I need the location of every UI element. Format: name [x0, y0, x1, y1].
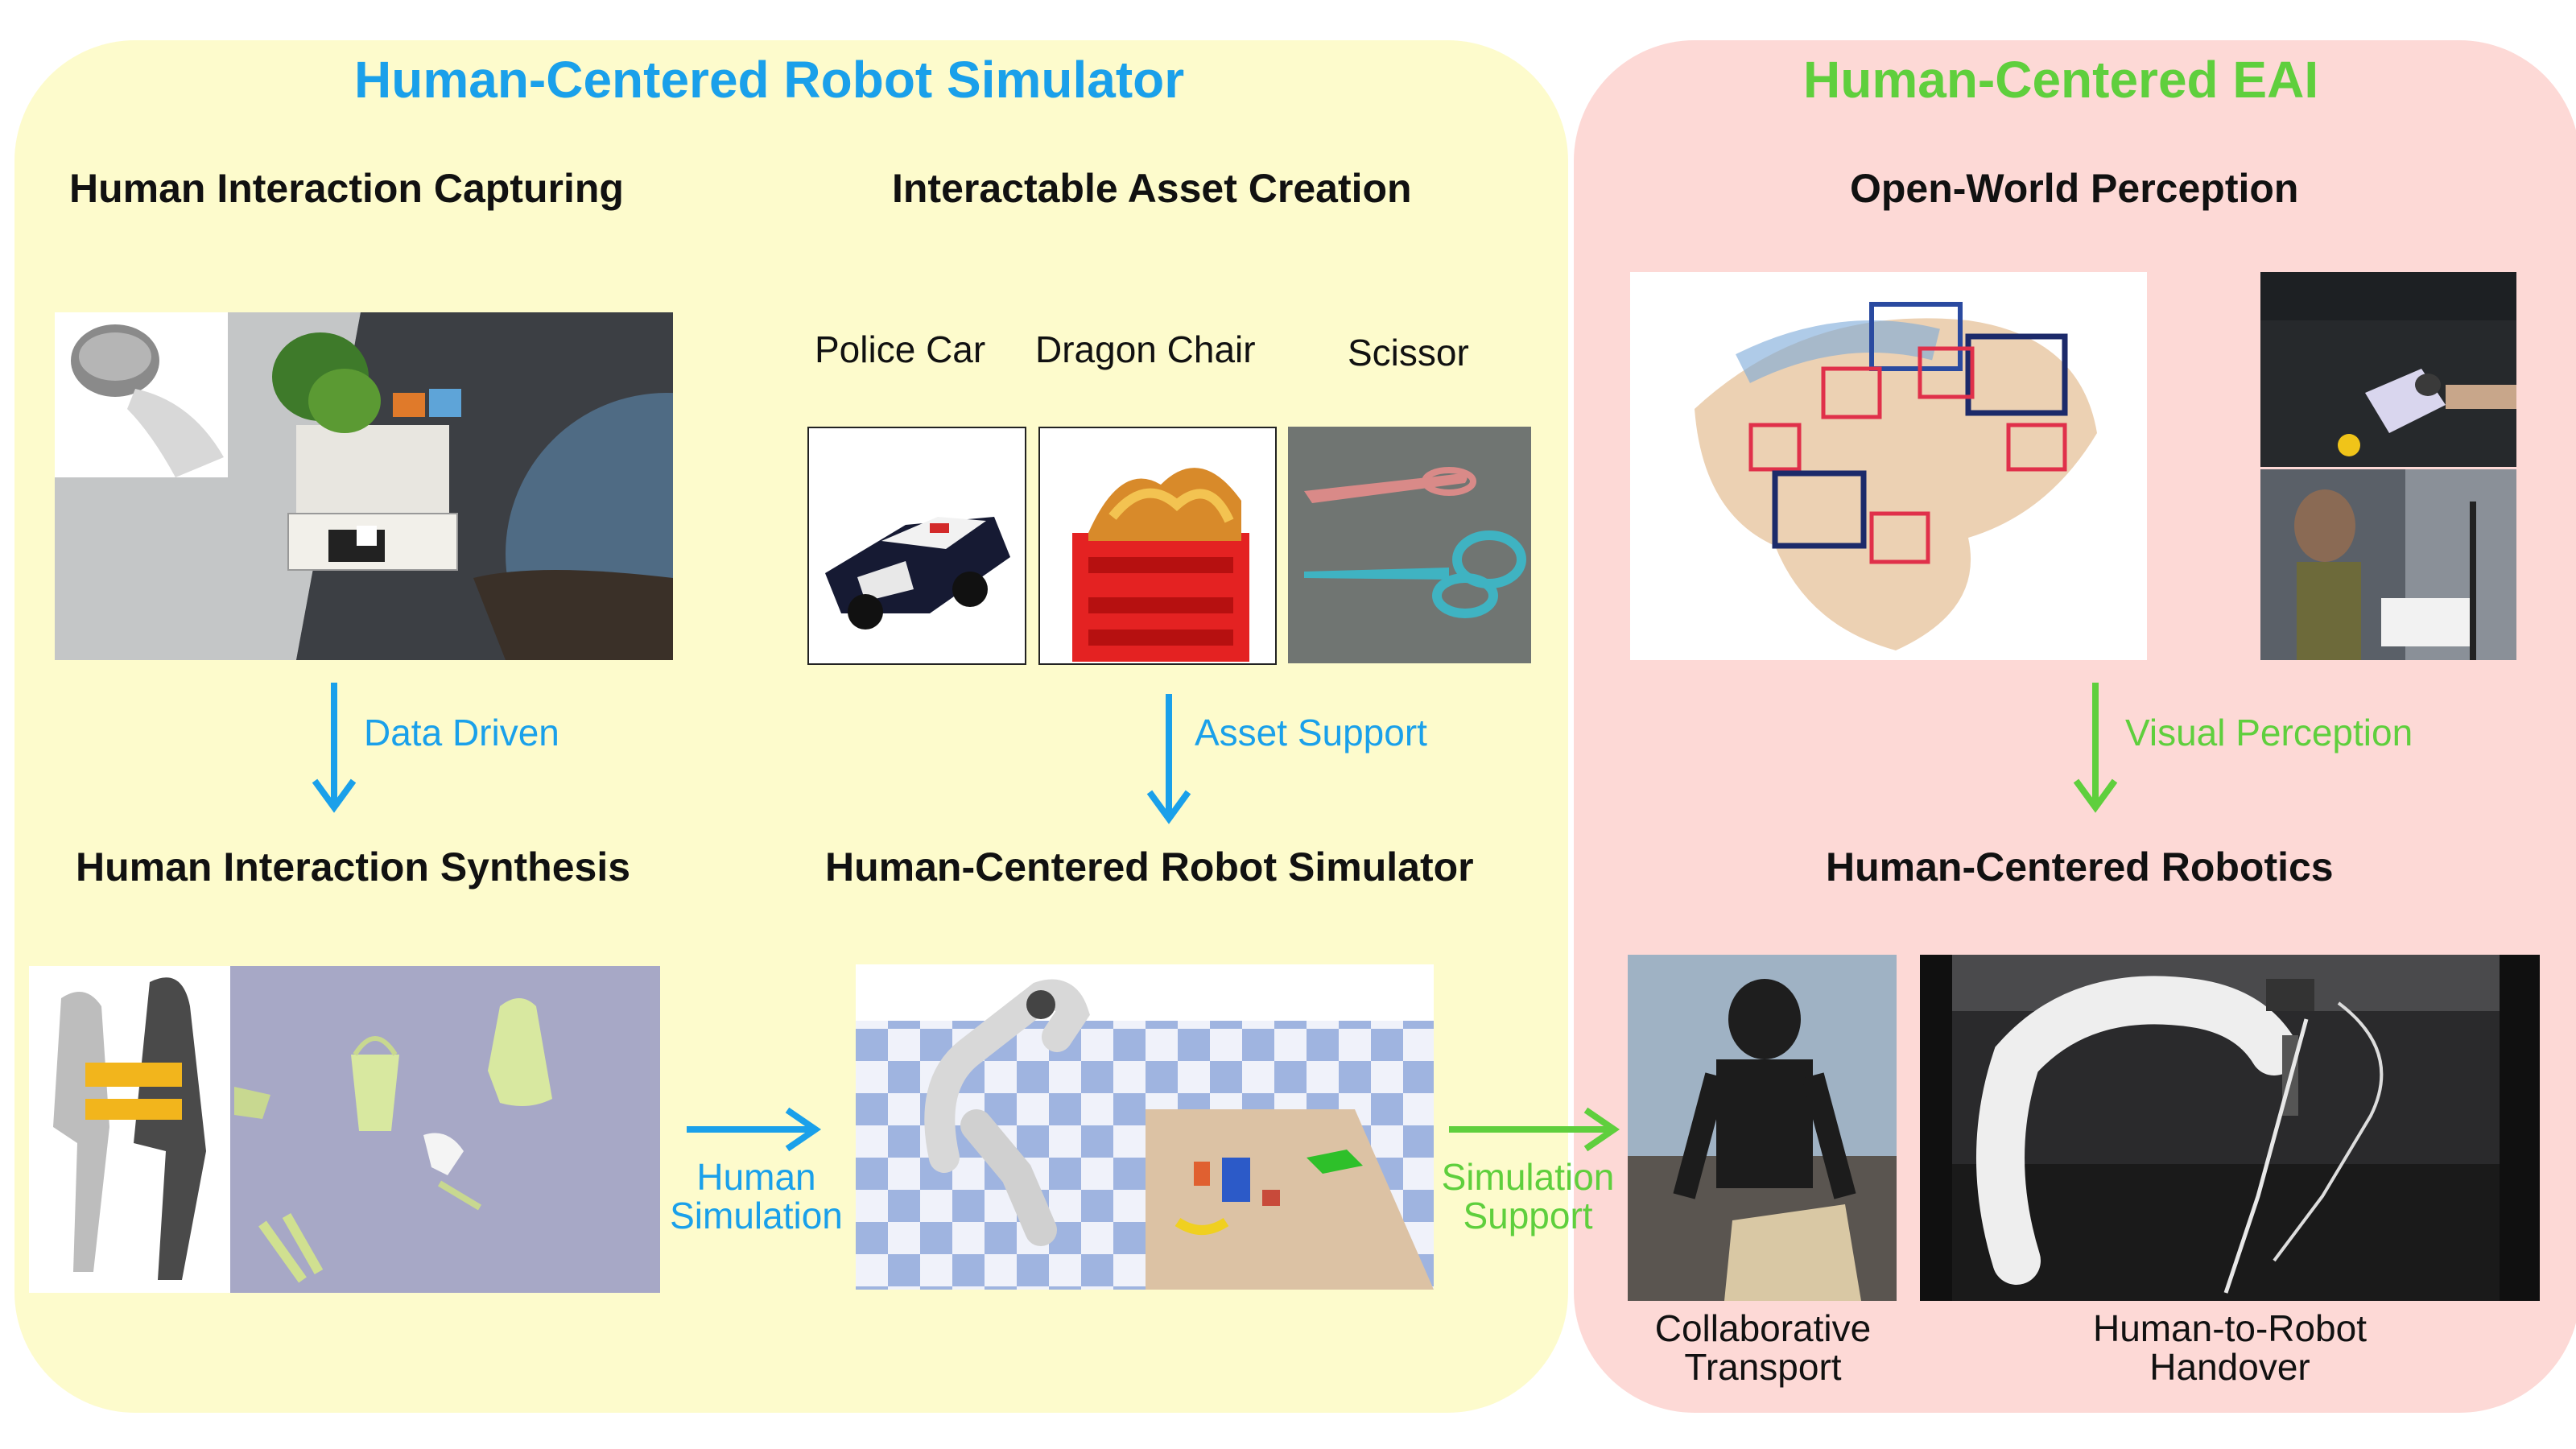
human-simulation-line-1: Human [696, 1156, 816, 1198]
simulator-heading: Human-Centered Robot Simulator [825, 844, 1474, 890]
scissor-image [1288, 427, 1531, 663]
simulator-title: Human-Centered Robot Simulator [354, 51, 1185, 109]
capture-heading: Human Interaction Capturing [69, 166, 624, 211]
handover-line-2: Handover [2149, 1346, 2310, 1388]
arrow-data-driven [312, 683, 357, 813]
human-simulation-line-2: Simulation [670, 1195, 843, 1236]
robotics-heading: Human-Centered Robotics [1826, 844, 2334, 890]
simulator-render [856, 964, 1434, 1290]
arrow-visual-perception [2073, 683, 2118, 813]
perception-camera-top [2260, 272, 2516, 467]
perception-heading: Open-World Perception [1850, 166, 2299, 211]
simulation-support-line-1: Simulation [1441, 1156, 1615, 1198]
dragon-chair-image [1038, 427, 1277, 665]
asset-label-dragon-chair: Dragon Chair [1035, 328, 1256, 370]
visual-perception-label: Visual Perception [2125, 712, 2413, 753]
asset-support-label: Asset Support [1195, 712, 1427, 753]
synthesis-heading: Human Interaction Synthesis [76, 844, 631, 890]
simulation-support-line-2: Support [1463, 1195, 1593, 1236]
arrow-human-simulation [687, 1107, 822, 1152]
perception-camera-bottom [2260, 469, 2516, 660]
arrow-simulation-support [1449, 1107, 1620, 1152]
collaborative-transport-caption: Collaborative Transport [1618, 1309, 1908, 1386]
handover-caption: Human-to-Robot Handover [2061, 1309, 2399, 1386]
eai-title: Human-Centered EAI [1803, 51, 2319, 109]
synthesis-render [29, 966, 660, 1293]
collaborative-transport-line-2: Transport [1684, 1346, 1842, 1388]
simulation-support-label: Simulation Support [1431, 1158, 1624, 1235]
collaborative-transport-photo [1628, 955, 1897, 1301]
handover-line-1: Human-to-Robot [2092, 1307, 2368, 1349]
arrow-asset-support [1146, 694, 1191, 824]
human-simulation-label: Human Simulation [662, 1158, 851, 1235]
handover-photo [1920, 955, 2540, 1301]
police-car-image [807, 427, 1026, 665]
capture-photo [55, 312, 673, 660]
asset-heading: Interactable Asset Creation [892, 166, 1412, 211]
point-cloud-image [1630, 272, 2147, 660]
data-driven-label: Data Driven [364, 712, 559, 753]
asset-label-scissor: Scissor [1348, 332, 1469, 374]
collaborative-transport-line-1: Collaborative [1654, 1307, 1872, 1349]
asset-label-police-car: Police Car [815, 328, 986, 370]
